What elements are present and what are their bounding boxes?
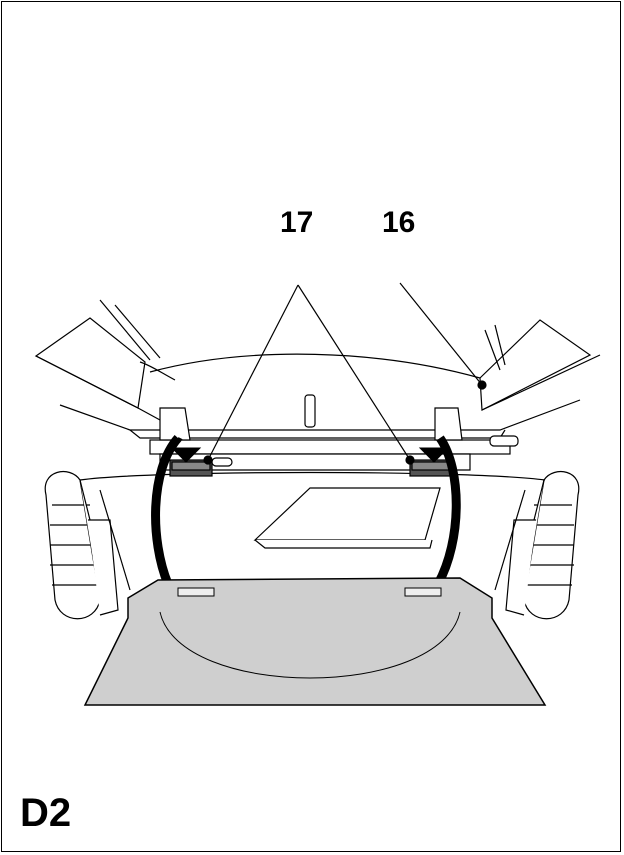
rear-axle (149, 435, 519, 471)
left-hook (159, 407, 233, 477)
callout-16: 16 (382, 206, 415, 239)
bag-straps (151, 435, 461, 587)
right-wheel (505, 471, 580, 620)
leader-dot (477, 380, 487, 390)
right-hook (409, 407, 463, 477)
leader-dot (203, 455, 213, 465)
rotate-arrows (170, 447, 450, 463)
leader-dot (405, 455, 415, 465)
mower-deck (34, 299, 601, 439)
lower-deck (79, 471, 546, 591)
left-wheel (44, 471, 119, 620)
discharge-chute (253, 487, 441, 549)
figure-label: D2 (20, 791, 71, 835)
callout-17: 17 (280, 206, 313, 239)
leader-lines (203, 282, 487, 465)
grass-bag (83, 577, 547, 706)
